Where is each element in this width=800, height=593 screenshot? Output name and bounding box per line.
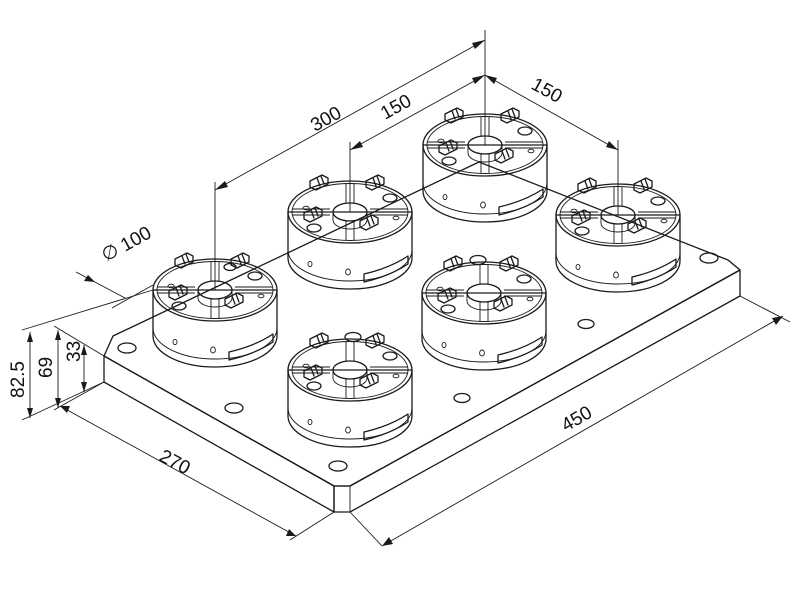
dim-450-label: 450 <box>558 402 596 436</box>
dim-diameter: ∅ 100 <box>75 223 155 309</box>
chuck-mid <box>421 255 547 371</box>
dim-270-label: 270 <box>156 446 194 479</box>
dim-450: 450 <box>349 295 791 547</box>
dim-33-label: 33 <box>64 341 85 362</box>
dim-150-a-label: 150 <box>377 91 415 125</box>
dim-300-label: 300 <box>307 103 345 137</box>
dim-69-label: 69 <box>36 357 57 378</box>
chuck-front <box>287 332 413 448</box>
dim-270: 270 <box>53 381 335 541</box>
plate-holes <box>117 252 719 472</box>
dim-82-5-label: 82.5 <box>8 361 29 398</box>
dim-heights: 82.5 69 33 <box>8 289 154 421</box>
dim-diameter-label: 100 <box>117 223 155 257</box>
dim-diameter-symbol: ∅ <box>98 240 123 266</box>
